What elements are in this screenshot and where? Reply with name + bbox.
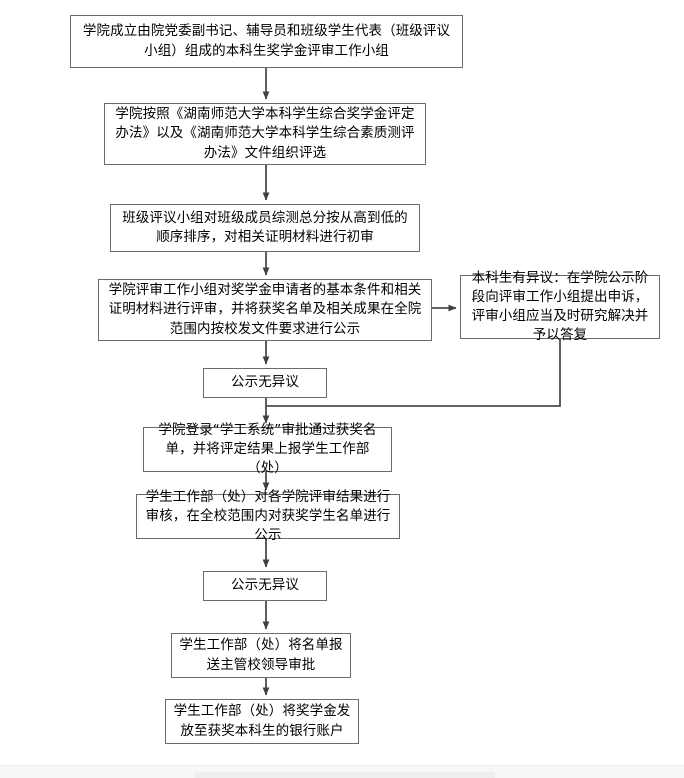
node-dept-review-label: 学生工作部（处）对各学院评审结果进行审核，在全校范围内对获奖学生名单进行公示 bbox=[145, 488, 391, 544]
node-objection-label: 本科生有异议：在学院公示阶段向评审工作小组提出申诉，评审小组应当及时研究解决并予… bbox=[471, 269, 649, 344]
node-no-objection-2[interactable]: 公示无异议 bbox=[203, 571, 327, 601]
node-policy-label: 学院按照《湖南师范大学本科学生综合奖学金评定办法》以及《湖南师范大学本科学生综合… bbox=[115, 106, 415, 161]
page-bottom-strip-inner bbox=[195, 772, 495, 778]
node-leader-approve-label: 学生工作部（处）将名单报送主管校领导审批 bbox=[179, 637, 343, 673]
node-leader-approve[interactable]: 学生工作部（处）将名单报送主管校领导审批 bbox=[171, 633, 351, 678]
node-dept-review[interactable]: 学生工作部（处）对各学院评审结果进行审核，在全校范围内对获奖学生名单进行公示 bbox=[136, 489, 400, 543]
node-no-objection-1-label: 公示无异议 bbox=[231, 374, 299, 391]
node-no-objection-1[interactable]: 公示无异议 bbox=[203, 368, 327, 398]
page-bottom-strip bbox=[0, 765, 684, 778]
node-no-objection-2-label: 公示无异议 bbox=[231, 577, 299, 594]
node-system-approve-label: 学院登录“学工系统”审批通过获奖名单，并将评定结果上报学生工作部（处） bbox=[158, 421, 377, 477]
node-disburse[interactable]: 学生工作部（处）将奖学金发放至获奖本科生的银行账户 bbox=[165, 699, 359, 744]
node-disburse-label: 学生工作部（处）将奖学金发放至获奖本科生的银行账户 bbox=[173, 703, 351, 739]
node-objection[interactable]: 本科生有异议：在学院公示阶段向评审工作小组提出申诉，评审小组应当及时研究解决并予… bbox=[460, 270, 660, 343]
node-system-approve[interactable]: 学院登录“学工系统”审批通过获奖名单，并将评定结果上报学生工作部（处） bbox=[143, 422, 392, 476]
node-class-review[interactable]: 班级评议小组对班级成员综测总分按从高到低的顺序排序，对相关证明材料进行初审 bbox=[110, 204, 420, 252]
node-class-review-label: 班级评议小组对班级成员综测总分按从高到低的顺序排序，对相关证明材料进行初审 bbox=[122, 209, 408, 245]
node-college-review-label: 学院评审工作小组对奖学金申请者的基本条件和相关证明材料进行评审，并将获奖名单及相… bbox=[108, 282, 422, 337]
node-committee[interactable]: 学院成立由院党委副书记、辅导员和班级学生代表（班级评议小组）组成的本科生奖学金评… bbox=[70, 15, 463, 68]
node-college-review[interactable]: 学院评审工作小组对奖学金申请者的基本条件和相关证明材料进行评审，并将获奖名单及相… bbox=[98, 279, 432, 341]
node-committee-label: 学院成立由院党委副书记、辅导员和班级学生代表（班级评议小组）组成的本科生奖学金评… bbox=[82, 23, 451, 59]
node-policy[interactable]: 学院按照《湖南师范大学本科学生综合奖学金评定办法》以及《湖南师范大学本科学生综合… bbox=[104, 103, 426, 165]
